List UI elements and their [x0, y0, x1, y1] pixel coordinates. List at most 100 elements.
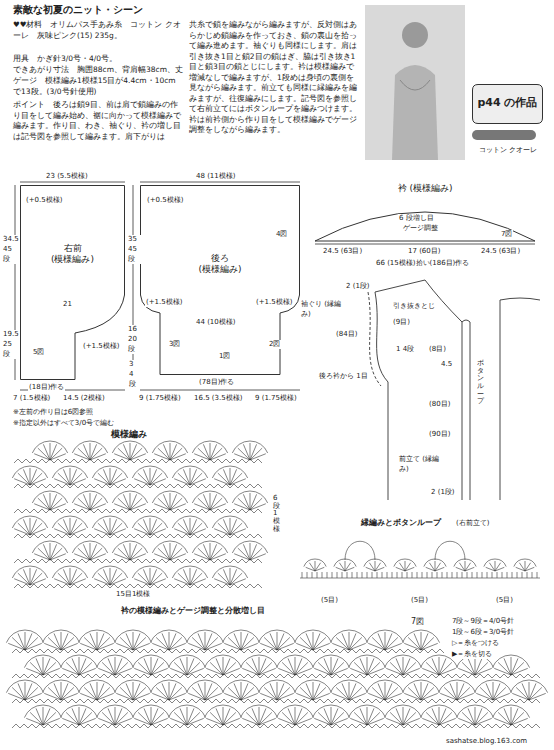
stitch-arc	[132, 466, 167, 478]
stitch-stroke	[511, 662, 524, 675]
chain-stroke	[14, 484, 262, 488]
stitch-arc	[132, 655, 169, 668]
annotation-label: 24.5 (63目)	[322, 247, 363, 256]
stitch-fan	[348, 705, 385, 725]
stitch-stroke	[43, 444, 50, 460]
stitch-fan	[42, 680, 79, 700]
stitch-stroke	[437, 572, 438, 578]
stitch-stroke	[118, 448, 130, 460]
stitch-stroke	[30, 473, 42, 485]
stitch-arc	[72, 541, 107, 553]
stitch-fan	[232, 541, 267, 560]
stitch-stroke	[97, 643, 114, 650]
stitch-stroke	[169, 682, 170, 700]
stitch-stroke	[246, 662, 259, 675]
stitch-fan	[312, 655, 349, 675]
stitch-stroke	[223, 469, 230, 485]
stitch-stroke	[110, 568, 111, 585]
stitch-stroke	[315, 561, 316, 571]
stitch-fan	[258, 680, 295, 700]
stitch-stroke	[511, 657, 512, 675]
stitch-fan	[6, 630, 43, 650]
stitch-fan	[92, 466, 127, 485]
stitch-stroke	[475, 662, 488, 675]
stitch-stroke	[467, 572, 468, 578]
annotation-label: (84目)	[335, 330, 358, 339]
stitch-fan	[456, 705, 493, 725]
stitch-stroke	[295, 707, 296, 725]
stitch-stroke	[48, 637, 61, 650]
stitch-fan	[52, 516, 87, 535]
stitch-stroke	[144, 708, 151, 725]
stitch-fan	[222, 680, 259, 700]
stitch-stroke	[210, 543, 211, 560]
stitch-stroke	[462, 572, 463, 578]
stitch-fan	[394, 559, 416, 571]
stitch-fan	[186, 630, 223, 650]
stitch-fan	[192, 491, 227, 510]
stitch-stroke	[133, 687, 146, 700]
stitch-fan	[152, 441, 187, 460]
stitch-stroke	[130, 543, 131, 560]
stitch-stroke	[349, 693, 366, 700]
stitch-stroke	[150, 468, 151, 485]
stitch-stroke	[223, 662, 236, 675]
stitch-fan	[6, 680, 43, 700]
stitch-stroke	[183, 469, 190, 485]
stitch-stroke	[252, 658, 259, 675]
stitch-stroke	[36, 708, 43, 725]
stitch-stroke	[133, 632, 134, 650]
stitch-stroke	[90, 548, 102, 560]
stitch-fan	[114, 680, 151, 700]
stitch-stroke	[158, 548, 170, 560]
stitch-stroke	[170, 543, 171, 560]
stitch-arc	[152, 491, 187, 503]
stitch-stroke	[18, 473, 30, 485]
stitch-arc	[330, 680, 367, 693]
stitch-stroke	[327, 572, 328, 578]
stitch-stroke	[241, 637, 254, 650]
stitch-stroke	[462, 712, 475, 725]
stitch-fan	[484, 559, 506, 571]
stitch-stroke	[183, 519, 190, 535]
stitch-stroke	[412, 572, 413, 578]
stitch-stroke	[79, 712, 92, 725]
stitch-stroke	[369, 563, 375, 571]
annotation-label: 44 (10模様)	[195, 318, 237, 327]
back-edge	[500, 298, 540, 500]
stitch-fan	[514, 559, 536, 571]
stitch-stroke	[277, 687, 290, 700]
stitch-stroke	[38, 548, 50, 560]
stitch-stroke	[399, 563, 405, 571]
stitch-stroke	[511, 707, 512, 725]
stitch-stroke	[187, 707, 188, 725]
stitch-stroke	[97, 637, 110, 650]
stitch-stroke	[115, 718, 132, 725]
stitch-stroke	[110, 518, 111, 535]
annotation-label: (90目)	[428, 430, 451, 439]
stitch-arc	[42, 680, 79, 693]
stitch-stroke	[277, 632, 278, 650]
stitch-stroke	[482, 572, 483, 578]
stitch-stroke	[158, 498, 170, 510]
stitch-stroke	[187, 668, 204, 675]
annotation-label: 衿の模様編みとゲージ調整と分散増し目	[120, 606, 266, 616]
stitch-stroke	[203, 544, 210, 560]
stitch-stroke	[97, 687, 110, 700]
stitch-stroke	[375, 567, 384, 571]
legend-text: 7段～9段＝4/0号針	[452, 616, 514, 626]
stitch-stroke	[537, 572, 538, 578]
stitch-stroke	[313, 632, 314, 650]
stitch-fan	[212, 566, 247, 585]
stitch-stroke	[367, 662, 380, 675]
stitch-stroke	[79, 668, 96, 675]
stitch-stroke	[517, 572, 518, 578]
stitch-stroke	[234, 633, 241, 650]
stitch-stroke	[30, 573, 42, 585]
stitch-stroke	[367, 572, 368, 578]
stitch-arc	[510, 680, 547, 693]
stitch-stroke	[252, 708, 259, 725]
stitch-stroke	[98, 573, 110, 585]
stitch-fan	[366, 680, 403, 700]
stitch-stroke	[23, 569, 30, 585]
